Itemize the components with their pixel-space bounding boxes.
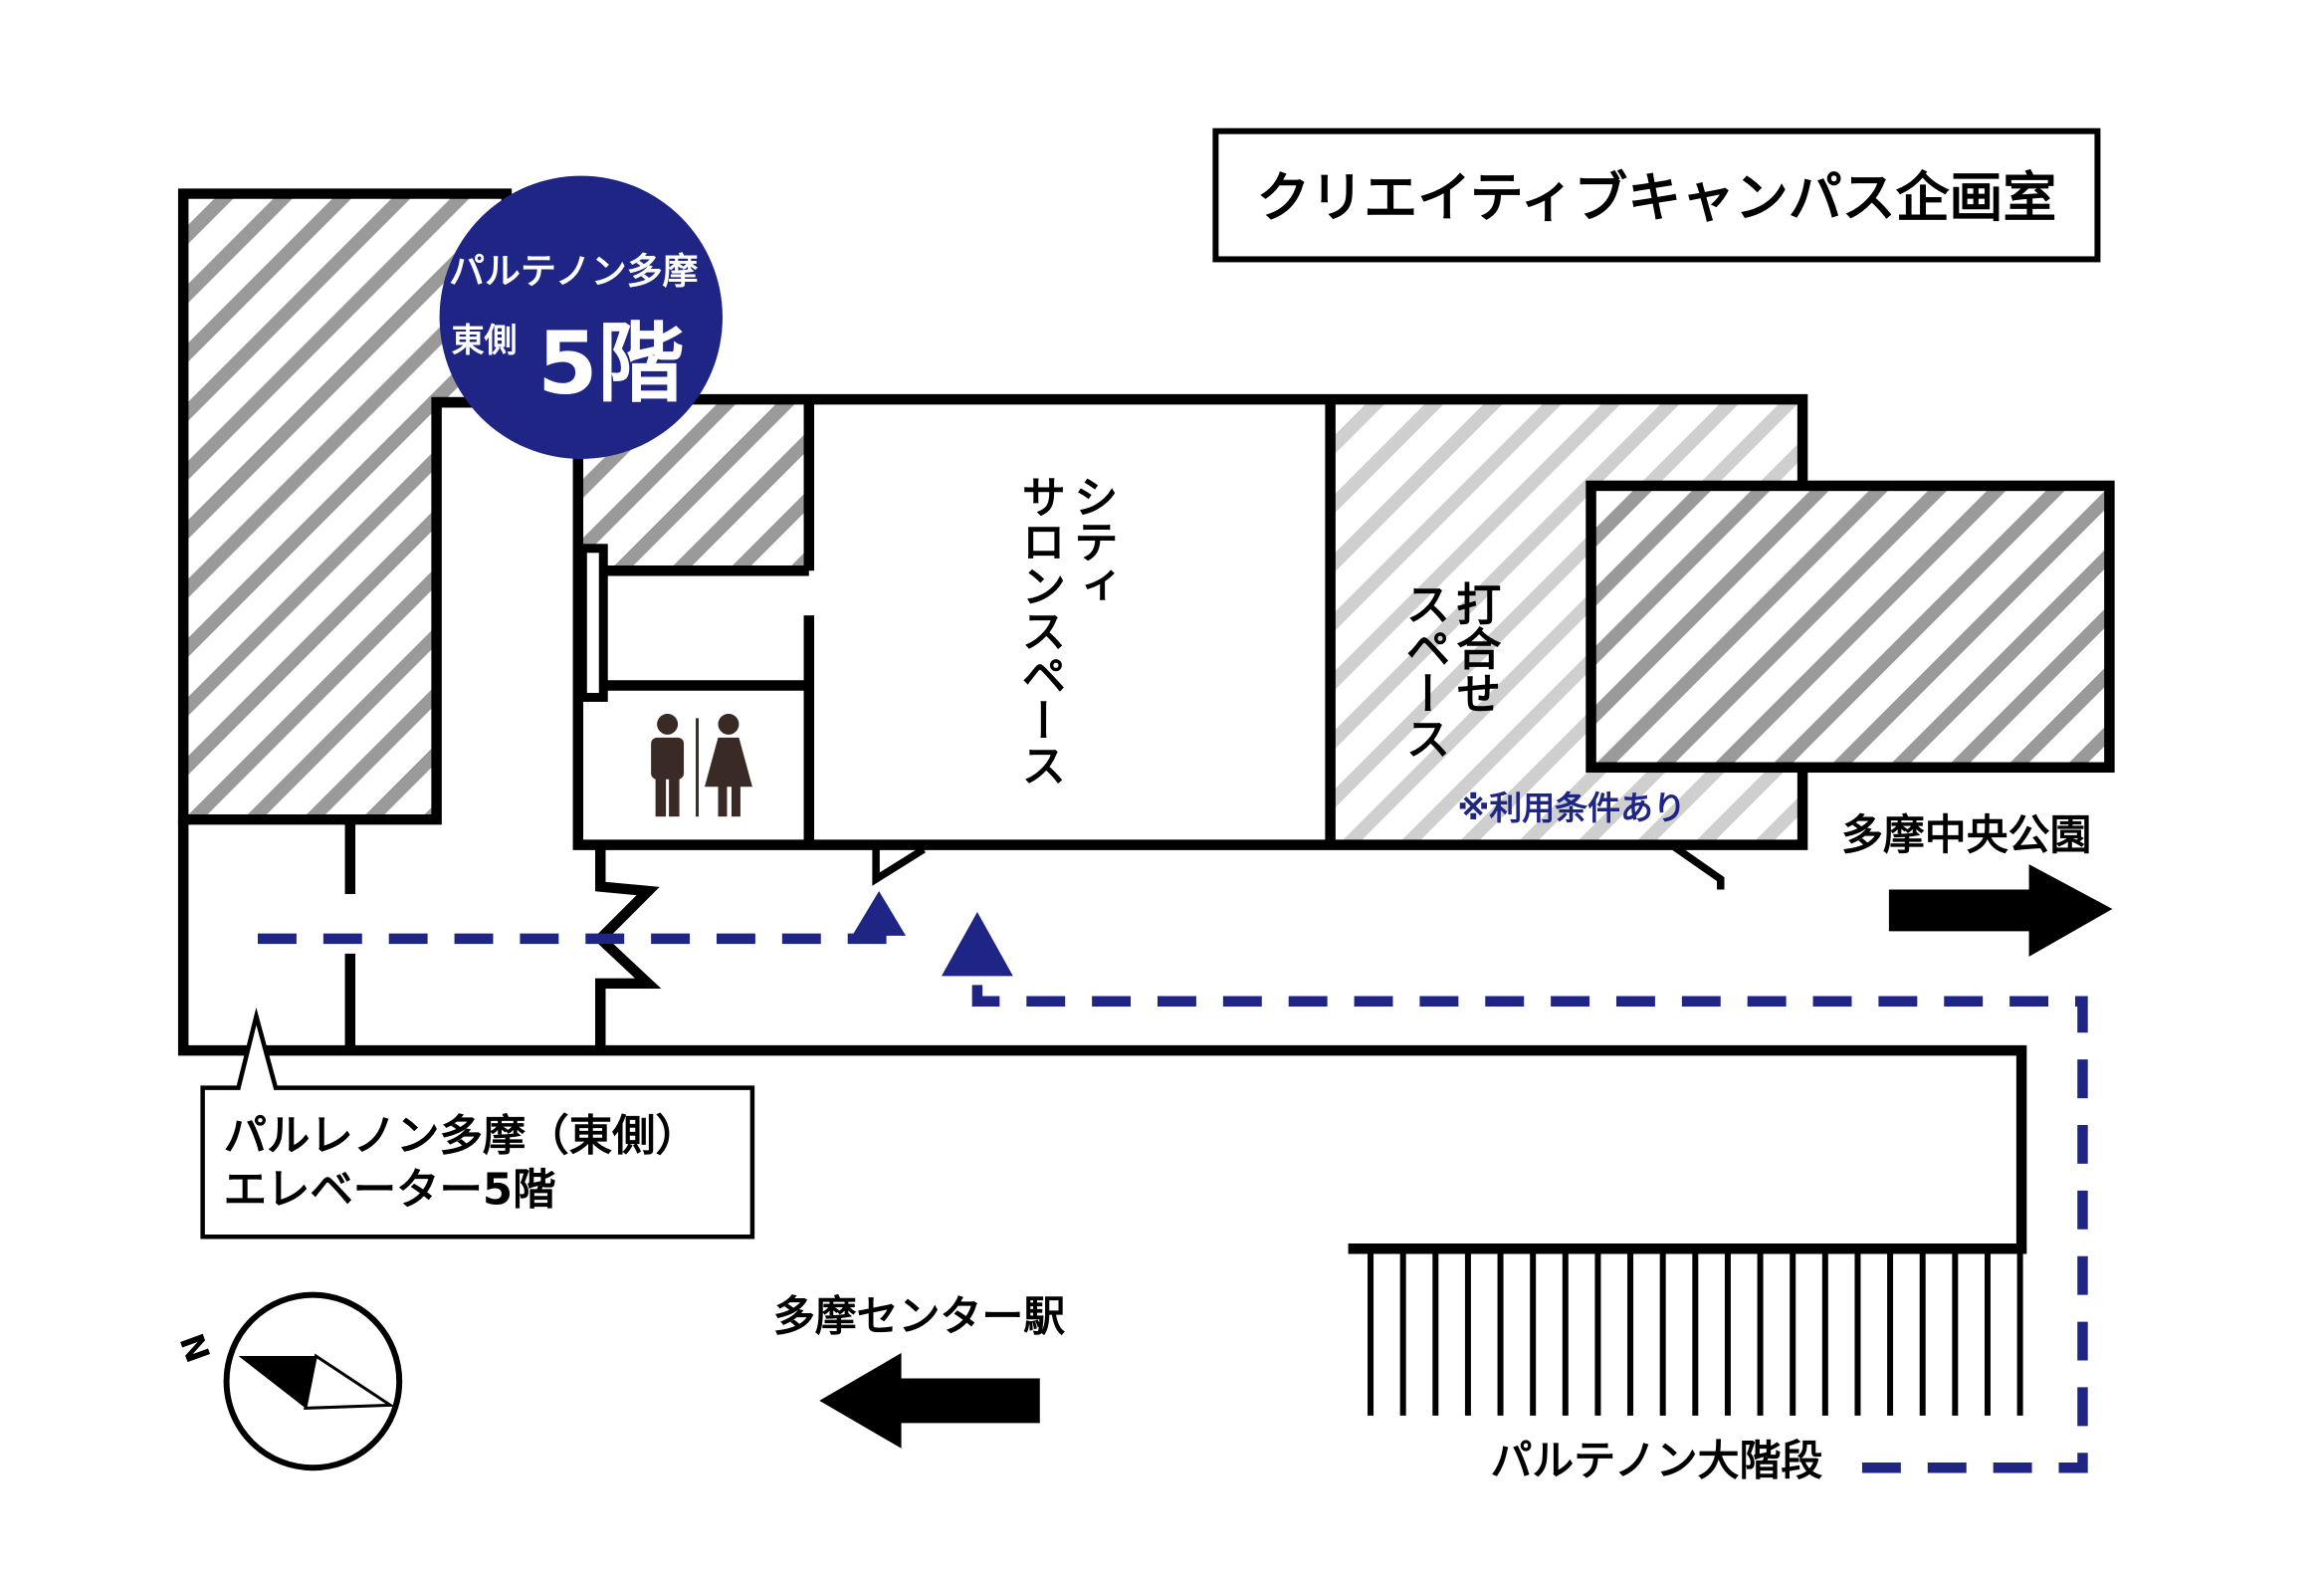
floor-badge: パルテノン多摩 東側 5階 [439, 175, 723, 459]
callout-line1: パルレノン多摩（東側） [224, 1111, 699, 1161]
arrow-right-icon [1888, 864, 2113, 957]
park-label: 多摩中央公園 [1841, 810, 2091, 859]
stairs [1368, 1248, 2023, 1416]
office-title: クリエイティブキャンパス企画室 [1256, 166, 2056, 229]
station-label: 多摩センター駅 [773, 1292, 1065, 1341]
arrow-left-icon [819, 1352, 1040, 1449]
elevator-callout: パルレノン多摩（東側） エレベーター5階 [200, 1007, 755, 1240]
meeting-label-1: 打合せ [1448, 580, 1501, 715]
badge-floor: 5階 [537, 314, 684, 414]
route-arrow-up-icon [941, 911, 1013, 977]
hatched-block-right [1585, 480, 2115, 774]
north-label: N [172, 1329, 218, 1368]
meeting-label-2: スペース [1397, 581, 1450, 761]
callout-line2: エレベーター5階 [224, 1165, 556, 1215]
salon-label-1: シティ [1066, 474, 1119, 608]
route-arrow-up-icon [852, 891, 907, 936]
badge-line1: パルテノン多摩 [449, 251, 698, 292]
salon-label-2: サロンスペース [1013, 474, 1066, 787]
man-icon [651, 713, 685, 817]
route-path [258, 933, 2088, 1473]
meeting-note: ※利用条件あり [1457, 789, 1685, 827]
title-box: クリエイティブキャンパス企画室 [1212, 127, 2101, 263]
central-block [432, 393, 2115, 850]
badge-east: 東側 [452, 321, 518, 359]
restroom-icon [651, 713, 752, 817]
woman-icon [705, 713, 752, 817]
small-door [577, 544, 608, 702]
stairs-label: パルテノン大階段 [1490, 1437, 1822, 1485]
compass-icon: N [172, 1291, 403, 1471]
